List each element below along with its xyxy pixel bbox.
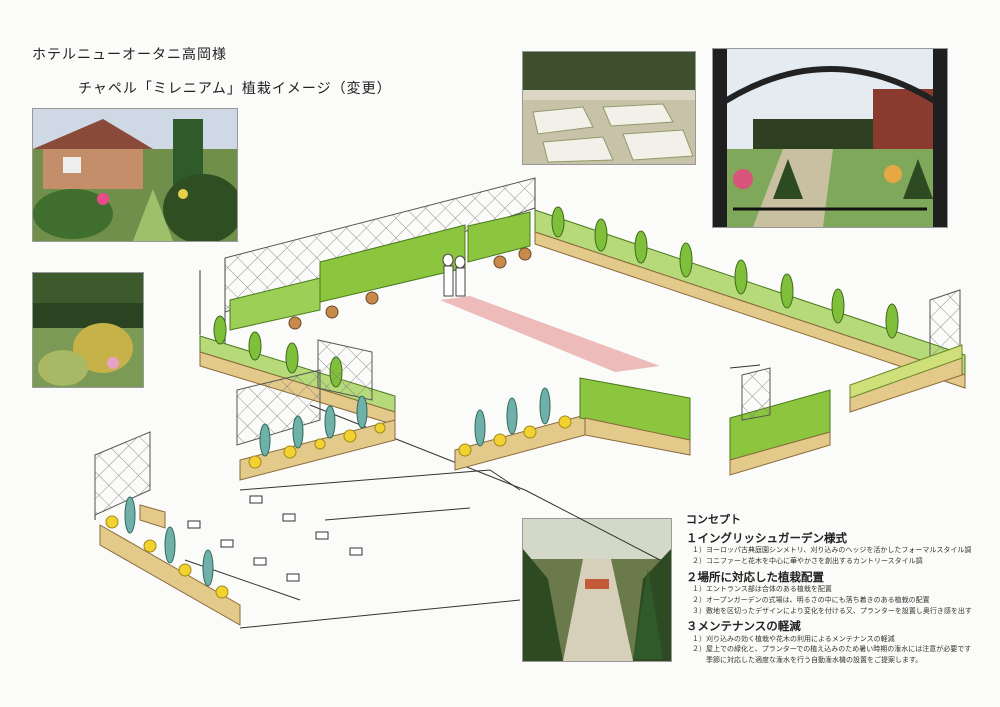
concept-item: １）ヨーロッパ古典庭園シンメトリ、刈り込みのヘッジを活かしたフォーマルスタイル調: [692, 546, 972, 555]
photo-border-garden: [32, 272, 144, 388]
concept-item: １）刈り込みの効く植栽や花木の利用によるメンテナンスの軽減: [692, 634, 895, 643]
lattice-left-2: [317, 339, 373, 401]
concept-heading: コンセプト: [686, 513, 741, 526]
concept-item: ２）屋上での緑化と、プランターでの植え込みのため暑い時期の潅水には注意が必要です: [692, 645, 972, 654]
photo-garden-arch: [712, 48, 948, 228]
concept-item: １）エントランス部は合体のある植栽を配置: [692, 585, 832, 593]
topiary-row-right: [551, 206, 899, 339]
planter-front: [99, 524, 241, 626]
concept-item: ３）敷地を区切ったデザインにより変化を付ける又、プランターを設置し奥行き感を出す: [692, 606, 972, 615]
page-subtitle: チャペル「ミレニアム」植栽イメージ（変更）: [78, 81, 392, 97]
photo-garden-path: [522, 518, 672, 662]
concept-item: 季節に対応した適度な潅水を行う自動潅水機の設置をご提案します。: [692, 656, 923, 665]
aisle-carpet: [440, 296, 660, 372]
stepping-stones: [187, 495, 363, 582]
concept-block: コンセプト １イングリッシュガーデン様式 １）ヨーロッパ古典庭園シンメトリ、刈り…: [686, 513, 986, 667]
concept-item: ２）コニファーと花木を中心に華やかさを創出するカントリースタイル調: [692, 556, 923, 565]
page-title: ホテルニューオータニ高岡様: [32, 47, 227, 63]
concept-item: ２）オープンガーデンの式場は、明るさの中にも落ち着きのある植栽の配置: [692, 595, 930, 604]
photo-formal-parterre: [522, 51, 696, 165]
hedge-back-left: [229, 277, 321, 331]
couple-figures: [442, 253, 466, 297]
concept-section-title: ３メンテナンスの軽減: [686, 619, 801, 634]
concept-section-title: １イングリッシュガーデン様式: [686, 530, 847, 545]
photo-cottage-garden: [32, 108, 238, 242]
concept-section-title: ２場所に対応した植栽配置: [686, 569, 824, 584]
hedge-back-right: [467, 211, 531, 263]
lattice-front: [94, 431, 151, 516]
